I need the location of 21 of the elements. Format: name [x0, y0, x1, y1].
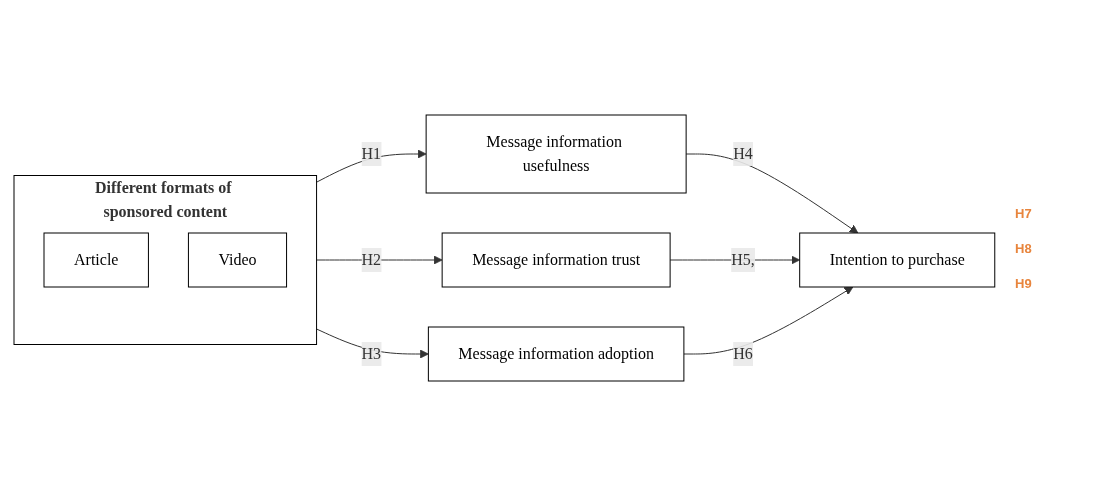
edge-label: H1: [361, 145, 382, 162]
arrow: [316, 149, 427, 183]
arrow: [669, 255, 801, 265]
edge-label: H6: [733, 345, 753, 362]
edge-label: H3: [361, 345, 382, 362]
node-box: Article: [43, 232, 150, 288]
node-box: Intention to purchase: [799, 232, 996, 288]
arrow: [685, 153, 859, 234]
hypothesis-label: H9: [1015, 275, 1033, 291]
edge-label: H5,: [731, 251, 755, 268]
node-box: Message information usefulness: [425, 114, 687, 194]
node-box: Video: [188, 232, 288, 288]
hypothesis-label: H7: [1015, 205, 1033, 221]
edge-label: H2: [361, 251, 382, 268]
hypothesis-label: H8: [1015, 240, 1033, 256]
arrow: [316, 328, 429, 359]
edge-label: H4: [733, 145, 753, 162]
node-box: Message information adoption: [428, 326, 685, 382]
node-box: Message information trust: [441, 232, 671, 288]
arrow: [316, 255, 443, 265]
arrow: [683, 286, 854, 355]
